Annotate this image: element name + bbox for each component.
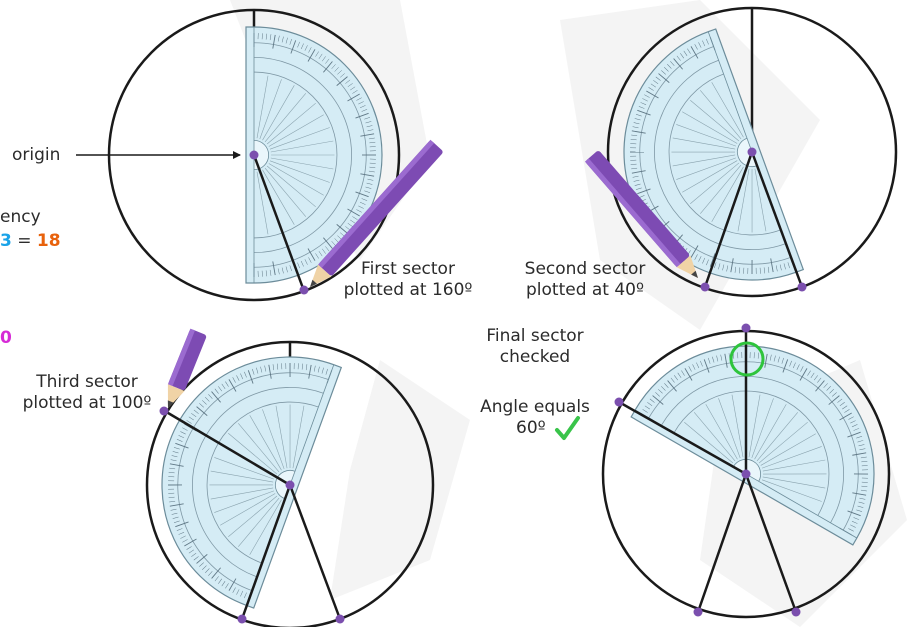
angle-equals-line-2: 60º — [516, 418, 546, 438]
pencil-1 — [310, 139, 443, 287]
origin-label: origin — [12, 145, 61, 165]
plotted-point-3a — [335, 614, 345, 624]
equation-orange-number: 18 — [36, 231, 61, 251]
frequency-fragment: ency — [0, 207, 41, 227]
second-sector-line-1: Second sector — [524, 259, 646, 279]
diagram-final-sector — [601, 323, 891, 619]
radius-2-second — [703, 151, 754, 288]
pencil-3 — [167, 328, 207, 408]
plotted-point-4d — [791, 607, 801, 617]
final-sector-line-2: checked — [499, 347, 571, 367]
radius-4-br — [744, 473, 798, 613]
equation-blue-number: 3 — [0, 231, 12, 251]
radius-3-first — [288, 484, 342, 620]
magenta-fragment: 0 — [0, 328, 12, 348]
third-sector-line-1: Third sector — [36, 372, 138, 392]
radius-1-first — [252, 154, 306, 292]
equation-fragment: 3 = 18 — [0, 231, 61, 252]
plotted-point-2b — [700, 282, 710, 292]
angle-equals-label: Angle equals 60º — [470, 397, 610, 439]
radius-4-bl — [696, 473, 748, 613]
plotted-point-4a — [741, 323, 751, 333]
highlight-ring — [729, 341, 765, 377]
plotted-point-3c — [159, 406, 169, 416]
first-sector-label: First sector plotted at 160º — [338, 259, 478, 301]
third-sector-line-2: plotted at 100º — [22, 393, 152, 413]
second-sector-line-2: plotted at 40º — [525, 280, 645, 300]
radius-2-first — [750, 151, 804, 288]
protractor-3 — [161, 356, 343, 609]
centre-point-4 — [741, 469, 751, 479]
equation-equals: = — [11, 231, 37, 251]
plotted-point-1 — [299, 285, 309, 295]
centre-point-2 — [747, 147, 757, 157]
radius-3-second — [240, 484, 292, 620]
third-sector-label: Third sector plotted at 100º — [8, 372, 166, 414]
final-sector-line-1: Final sector — [486, 326, 584, 346]
plotted-point-3b — [237, 614, 247, 624]
final-sector-label: Final sector checked — [470, 326, 600, 368]
plotted-point-2a — [797, 282, 807, 292]
second-sector-label: Second sector plotted at 40º — [510, 259, 660, 301]
pencil-2 — [584, 151, 698, 278]
diagram-third-sector — [145, 328, 435, 627]
plotted-point-4b — [614, 397, 624, 407]
protractor-4 — [630, 345, 875, 546]
radius-3-third — [162, 408, 291, 487]
first-sector-line-1: First sector — [361, 259, 455, 279]
angle-equals-line-1: Angle equals — [480, 397, 590, 417]
check-mark-icon — [555, 416, 580, 440]
diagram-first-sector — [76, 8, 443, 302]
first-sector-line-2: plotted at 160º — [343, 280, 473, 300]
diagram-second-sector — [584, 6, 898, 298]
plotted-point-4c — [693, 607, 703, 617]
origin-point — [249, 150, 259, 160]
centre-point-3 — [285, 480, 295, 490]
radius-4-left — [618, 400, 747, 476]
